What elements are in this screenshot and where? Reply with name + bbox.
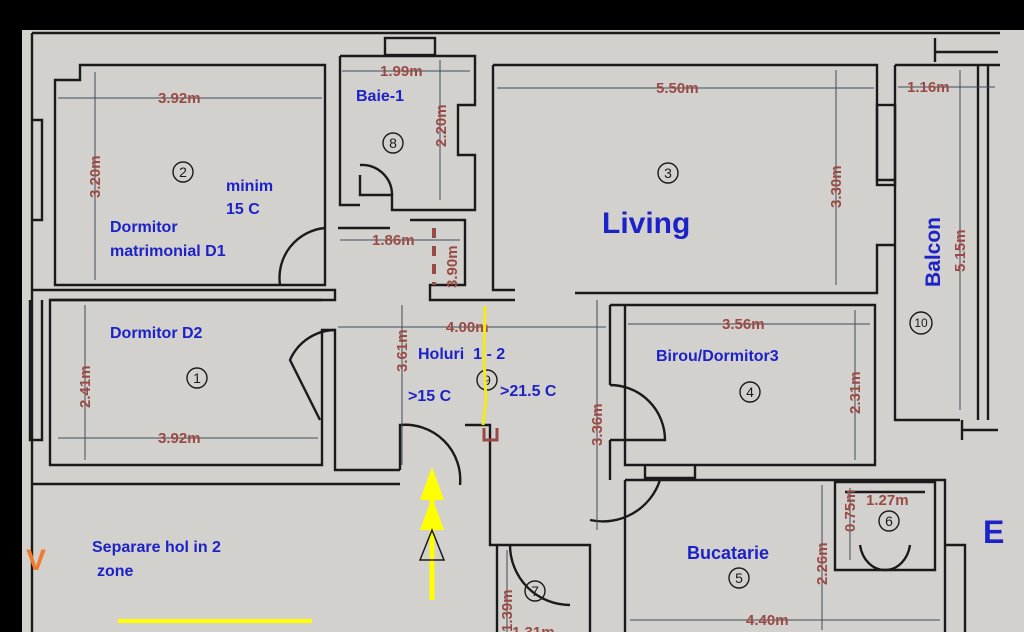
yellow-divider-line [481,305,488,426]
note-line1: Separare hol in 2 [92,539,221,556]
yellow-arrow [420,467,444,600]
note-line2: zone [97,563,134,580]
room10-number: 10 [914,316,928,330]
corridor-width: 1.86m [372,232,415,249]
room7-height: 1.39m [499,589,516,632]
room5-width: 4.40m [746,612,789,629]
room2-note-line2: 15 C [226,201,260,218]
room2-height: 3.20m [87,155,104,198]
room10-width: 1.16m [907,79,950,96]
room3-number: 3 [664,165,672,181]
room8-width: 1.99m [380,63,423,80]
hall-zone-left: >15 C [408,388,452,405]
red-marker [482,428,499,442]
room6-height: 0.75m [842,489,859,532]
room7-width: 1.31m [512,624,555,632]
hall-height: 3.61m [394,329,411,372]
room1-width: 3.92m [158,430,201,447]
room1-number: 1 [193,370,201,386]
room9-number: 9 [483,372,491,388]
room7-number: 7 [531,583,539,599]
room8-name: Baie-1 [356,88,404,105]
paper [22,30,1024,632]
hall-width: 4.00m [446,319,489,336]
east-label: E [983,514,1004,550]
room5-number: 5 [735,570,743,586]
room10-height: 5.15m [952,229,969,272]
walls [28,31,1000,632]
hall-height-2: 3.36m [589,403,606,446]
room-numbers: 2 8 3 10 1 9 4 6 5 7 [172,132,933,602]
room1-height: 2.41m [77,365,94,408]
room5-height: 2.26m [814,542,831,585]
room2-note-line1: minim [226,178,273,195]
corridor-height: 3.90m [444,245,461,288]
room2-name-line1: Dormitor [110,219,178,236]
dimension-lines [58,60,995,632]
room4-number: 4 [746,384,754,400]
hall-name: Holuri 1 - 2 [418,346,505,363]
room4-height: 2.31m [847,371,864,414]
room5-name: Bucatarie [687,543,769,563]
room8-number: 8 [389,135,397,151]
room6-width: 1.27m [866,492,909,509]
room2-number: 2 [179,164,187,180]
room4-width: 3.56m [722,316,765,333]
room3-height: 3.30m [828,165,845,208]
room3-name: Living [602,207,690,240]
room2-name-line2: matrimonial D1 [110,243,226,260]
room4-name: Birou/Dormitor3 [656,348,779,365]
hall-zone-right: >21.5 C [500,383,557,400]
room10-name: Balcon [922,217,945,287]
entrance-arrow-icon [418,527,446,561]
room1-name: Dormitor D2 [110,325,203,342]
room3-width: 5.50m [656,80,699,97]
room6-number: 6 [885,513,893,529]
room2-width: 3.92m [158,90,201,107]
room8-height: 2.20m [433,104,450,147]
west-label: V [26,544,46,577]
